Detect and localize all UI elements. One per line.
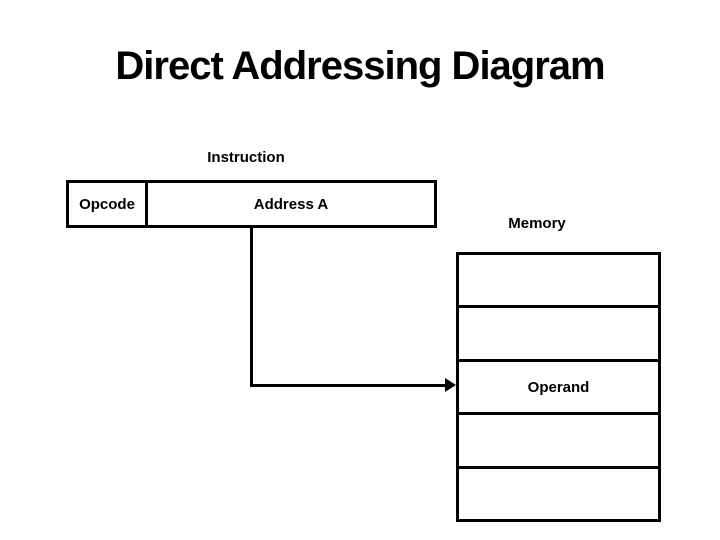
opcode-cell: Opcode xyxy=(69,183,148,225)
memory-label: Memory xyxy=(508,215,566,232)
address-label: Address A xyxy=(253,195,329,213)
connector-horizontal-line xyxy=(250,384,448,387)
address-cell: Address A xyxy=(148,183,434,225)
page-title: Direct Addressing Diagram xyxy=(115,44,605,88)
memory-box: Operand xyxy=(456,252,661,522)
instruction-label: Instruction xyxy=(207,149,285,166)
arrowhead-icon xyxy=(445,378,456,392)
instruction-box: Opcode Address A xyxy=(66,180,437,228)
connector-vertical-line xyxy=(250,226,253,387)
memory-row xyxy=(459,415,658,469)
memory-row xyxy=(459,469,658,519)
memory-row xyxy=(459,255,658,309)
opcode-label: Opcode xyxy=(79,195,135,213)
memory-row xyxy=(459,308,658,362)
memory-row-operand: Operand xyxy=(459,362,658,416)
